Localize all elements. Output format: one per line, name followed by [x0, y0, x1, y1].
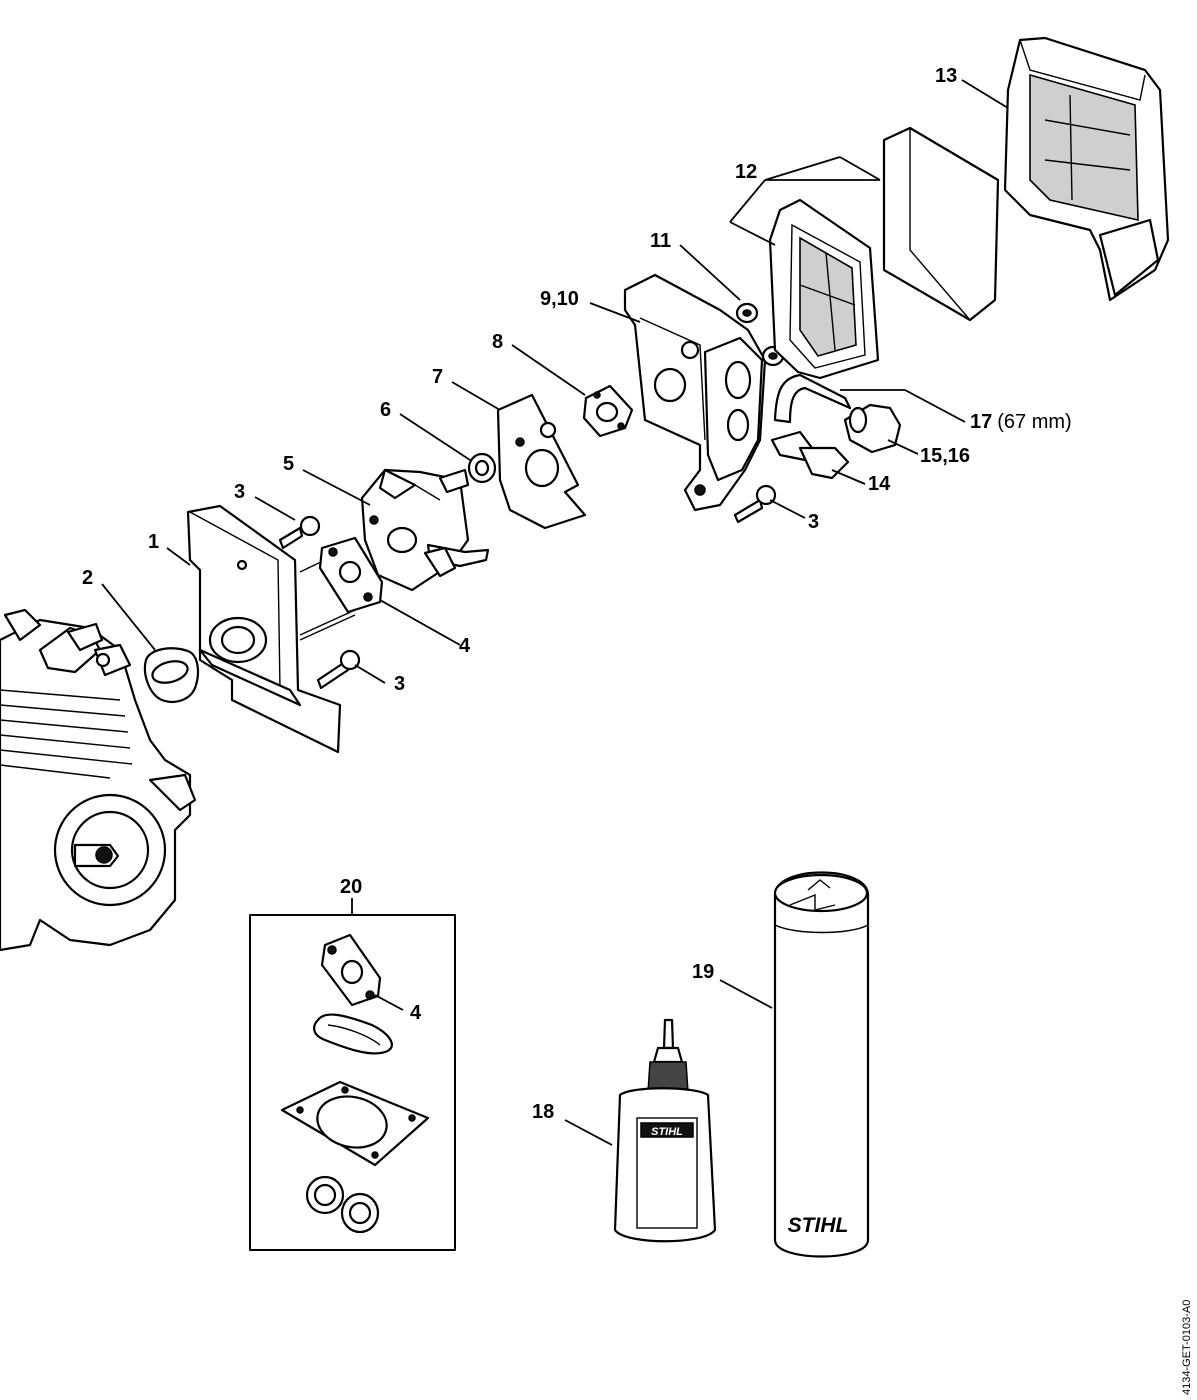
callout-7: 7: [432, 366, 443, 388]
part-3-screw-right: [733, 484, 777, 524]
callout-5: 5: [283, 453, 294, 475]
part-18-oil-bottle: STIHL: [613, 1018, 717, 1243]
part-13-filter-cover: [1003, 36, 1170, 302]
can-brand-label: STIHL: [788, 1214, 849, 1237]
bottle-brand-label: STIHL: [651, 1126, 683, 1138]
callout-17: 17(67 mm): [970, 411, 1072, 433]
callout-19: 19: [692, 961, 714, 983]
part-12-air-filter: [768, 198, 880, 380]
document-id: 4134-GET-0103-A0: [1181, 1300, 1193, 1395]
callout-6: 6: [380, 399, 391, 421]
part-3-screw-upper: [278, 515, 321, 550]
callout-1: 1: [148, 531, 159, 553]
part-19-spray-can: STIHL: [773, 871, 870, 1258]
callout-13: 13: [935, 65, 957, 87]
part-9-10-filter-base: [623, 273, 767, 512]
callout-8: 8: [492, 331, 503, 353]
part-7-gasket-plate: [496, 393, 587, 530]
engine-cylinder: [0, 608, 197, 952]
callout-20: 20: [340, 876, 362, 898]
leader-lines: [101, 79, 1009, 1146]
part-12-foam-filter: [882, 126, 1000, 322]
part-5-carburetor: [360, 468, 490, 592]
callout-3-upper: 3: [234, 481, 245, 503]
callout-9-10: 9,10: [540, 288, 579, 310]
part-4-gasket: [318, 536, 384, 614]
callout-4: 4: [459, 635, 471, 657]
part-1-flange: [186, 504, 356, 754]
callout-18: 18: [532, 1101, 554, 1123]
part-17-fuel-hose: [773, 373, 852, 424]
part-20-gasket-set: [249, 914, 456, 1251]
part-3-screw-lower: [316, 649, 361, 690]
callout-3-lower: 3: [394, 673, 405, 695]
part-6-sleeve: [467, 452, 497, 484]
part-8-gasket: [582, 384, 634, 438]
callout-12: 12: [735, 161, 757, 183]
callout-14: 14: [868, 473, 891, 495]
part-11-nut-upper: [735, 302, 759, 324]
part-2-ring: [143, 647, 200, 703]
part-15-16-primer-bulb: [843, 403, 902, 454]
callout-2: 2: [82, 567, 93, 589]
callout-3-right: 3: [808, 511, 819, 533]
callout-15-16: 15,16: [920, 445, 970, 467]
callout-4-kit: 4: [410, 1002, 422, 1024]
callout-11: 11: [650, 230, 671, 252]
part-14-valve: [770, 430, 850, 480]
callout-labels: 1 2 3 3 3 4 4 5 6 7 8 9,10 11 12 13 14 1…: [82, 65, 1072, 1123]
